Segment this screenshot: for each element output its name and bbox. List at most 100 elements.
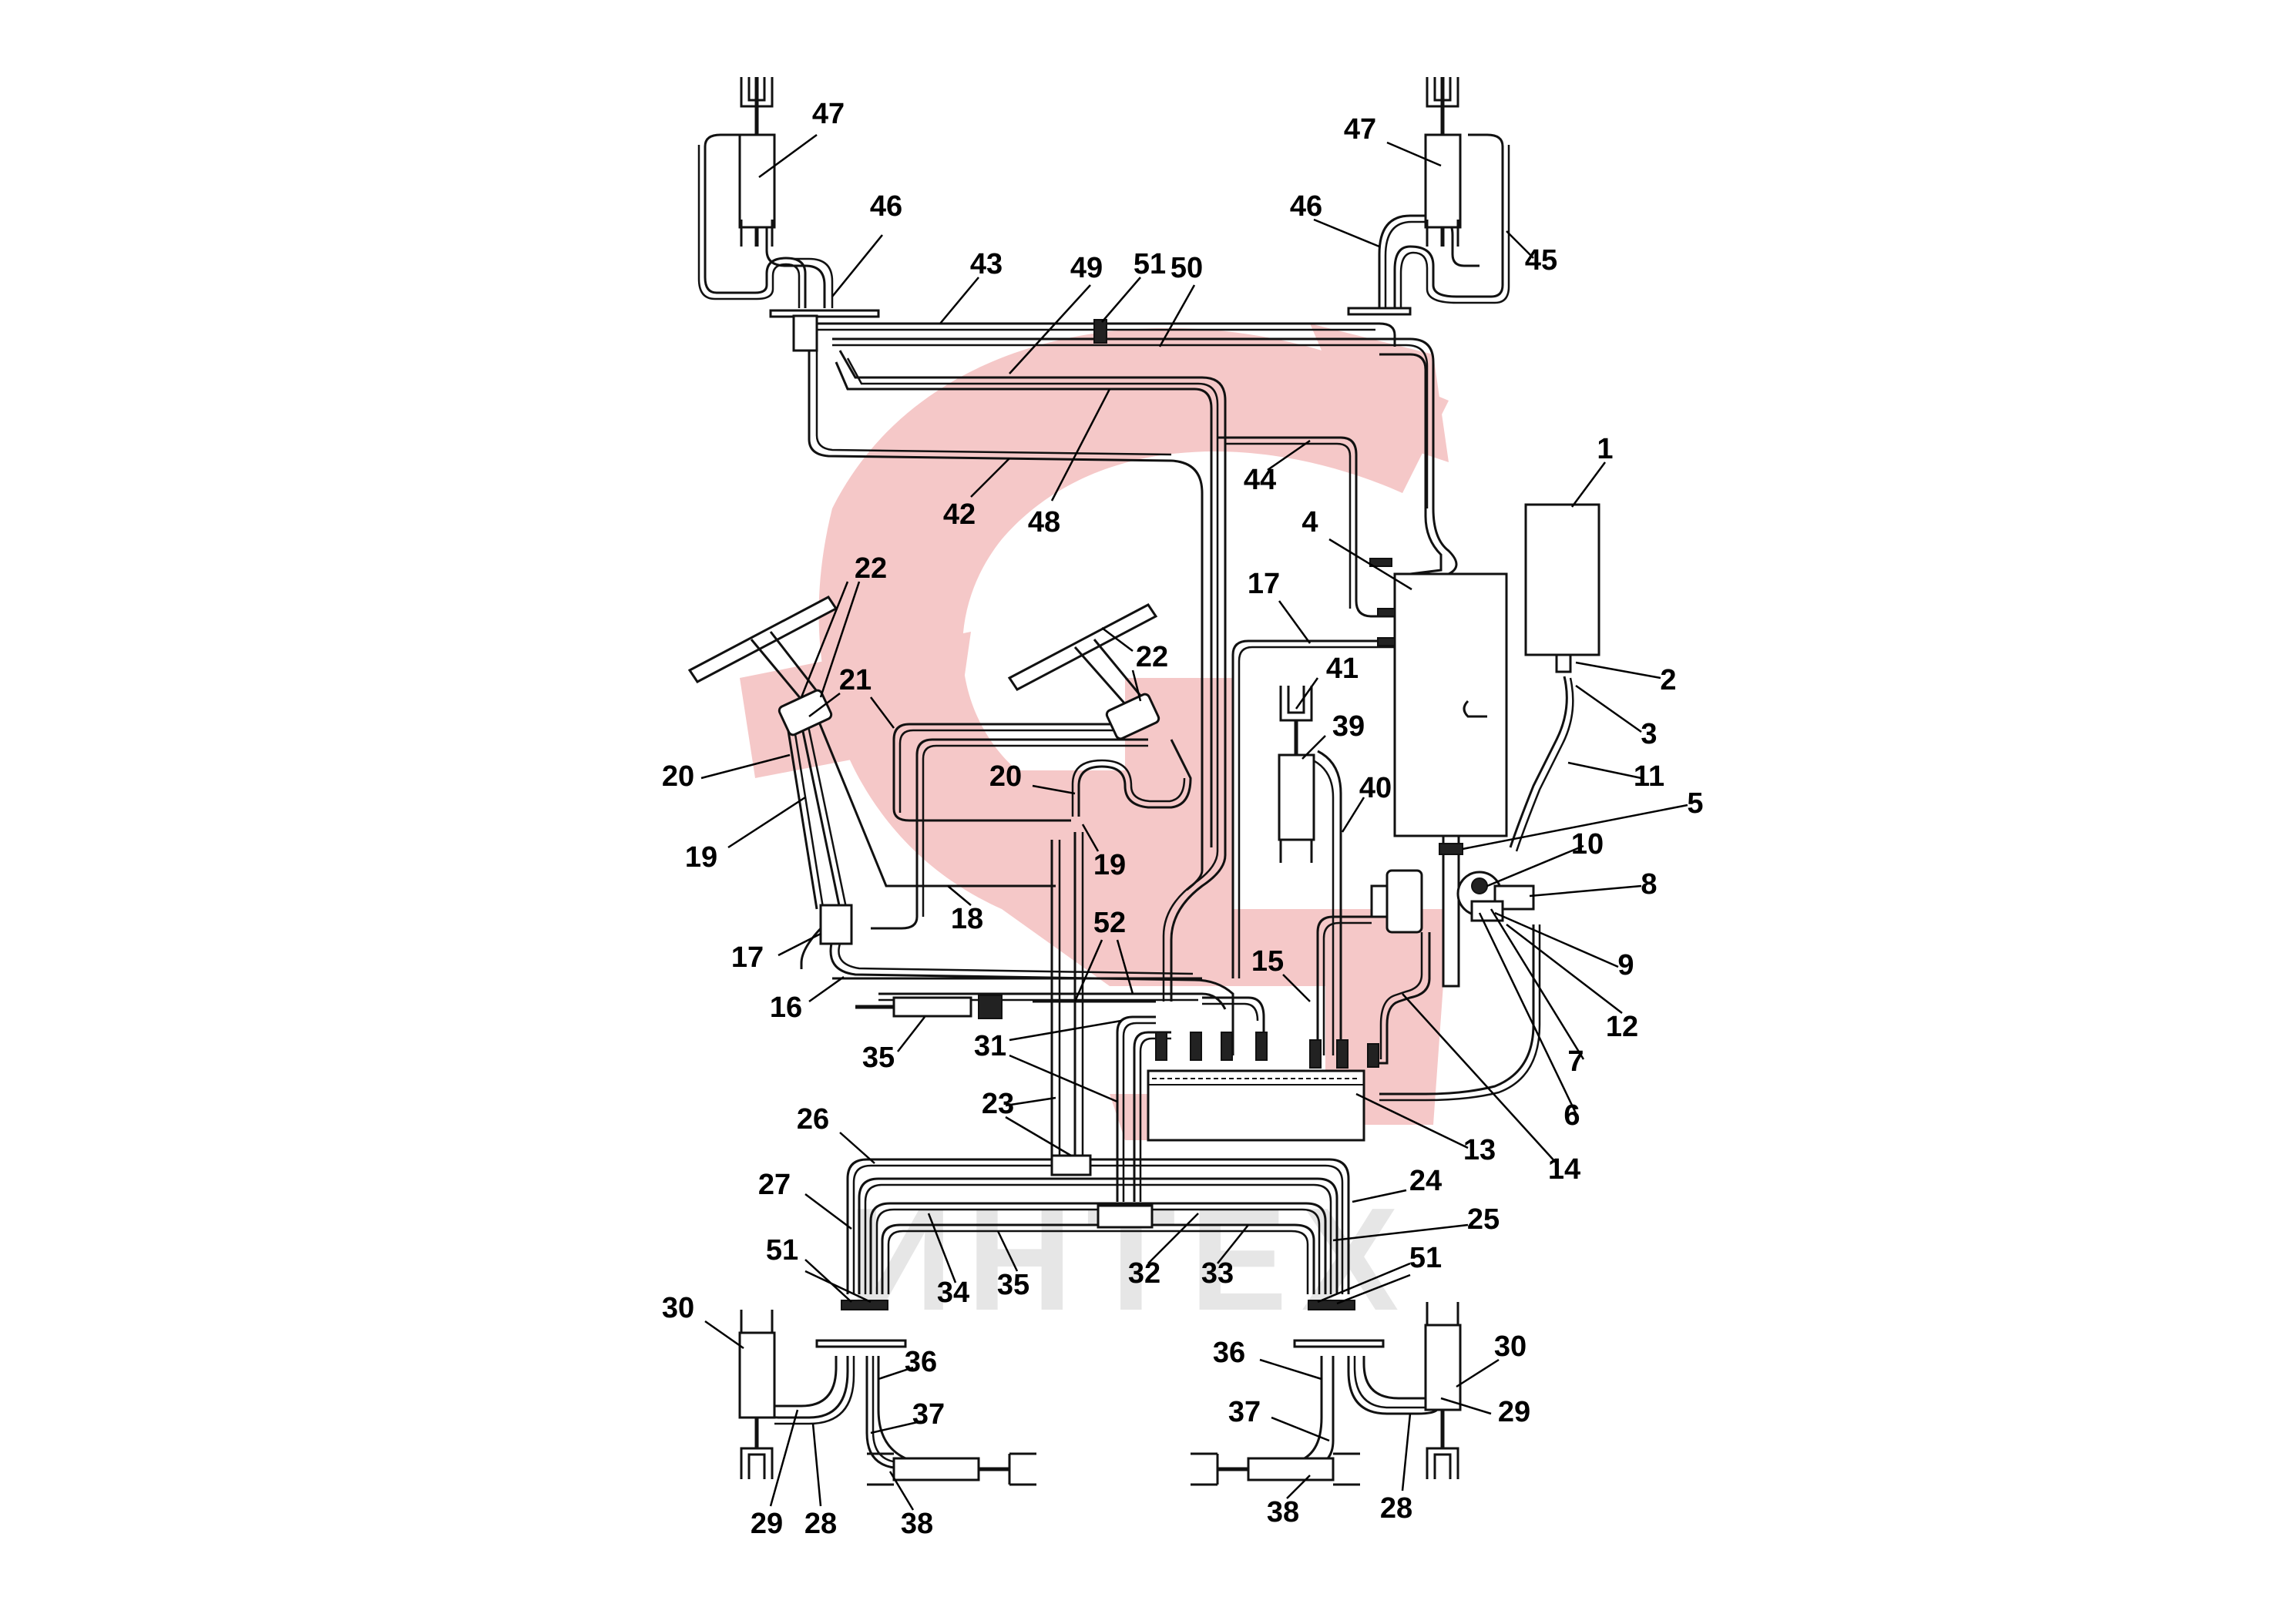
leader-30a xyxy=(704,1320,744,1350)
leader-42 xyxy=(970,458,1010,498)
steering-wheel-right xyxy=(1007,603,1158,691)
hose-42 xyxy=(808,339,1204,891)
valve-9 xyxy=(1470,900,1504,922)
callout-41: 41 xyxy=(1326,653,1359,685)
leader-52b xyxy=(1116,939,1134,995)
hose-loop-left xyxy=(704,133,807,308)
leader-36a xyxy=(878,1366,914,1381)
callout-14: 14 xyxy=(1548,1153,1580,1186)
leader-50 xyxy=(1158,284,1196,347)
hose-20-left xyxy=(784,716,818,910)
clamp-51-right xyxy=(1308,1300,1355,1310)
leader-51b2 xyxy=(804,1270,872,1304)
hose-44 xyxy=(1218,436,1395,618)
hose-49-b xyxy=(846,357,1219,1002)
cylinder-35-upper-head xyxy=(978,995,1003,1019)
leader-31a xyxy=(1009,1019,1122,1042)
callout-3: 3 xyxy=(1641,718,1657,750)
leader-46b xyxy=(1313,218,1380,248)
leader-29a xyxy=(769,1409,799,1507)
leader-41 xyxy=(1295,677,1319,710)
clevis-47-left-bot xyxy=(740,220,774,247)
hose-31-b xyxy=(1122,1022,1156,1202)
hose-15-b xyxy=(1322,921,1372,1055)
hose-28-right-b xyxy=(1353,1356,1426,1409)
vb-fitting-7 xyxy=(1367,1043,1379,1068)
clevis-47-right-top xyxy=(1426,77,1459,108)
hose-18 xyxy=(871,738,1148,930)
callout-16: 16 xyxy=(770,992,802,1024)
leader-52a xyxy=(1073,939,1103,1002)
clevis-38-left xyxy=(1008,1452,1036,1486)
valve-block-13 xyxy=(1147,1069,1365,1142)
hose-20-right-b xyxy=(1071,759,1186,817)
callout-45: 45 xyxy=(1525,244,1557,277)
hose-17-upper xyxy=(1231,639,1395,978)
leader-30b xyxy=(1456,1358,1500,1388)
column-6 xyxy=(1442,834,1460,988)
hose-50 xyxy=(832,337,1458,575)
callout-20b: 20 xyxy=(989,760,1022,793)
clevis-39-bot xyxy=(1279,840,1313,863)
hose-11-b xyxy=(1515,677,1574,852)
hose-34 xyxy=(869,1202,1327,1294)
callout-43: 43 xyxy=(970,248,1003,280)
clevis-30-right-top xyxy=(1426,1302,1459,1325)
hose-44-b xyxy=(1225,442,1352,609)
hose-18-left xyxy=(815,716,1056,887)
leader-9 xyxy=(1494,911,1619,968)
leader-38b xyxy=(1286,1475,1311,1499)
callout-38a: 38 xyxy=(901,1508,933,1540)
callout-12: 12 xyxy=(1606,1011,1638,1043)
leader-7 xyxy=(1490,908,1585,1060)
hose-37-left-b xyxy=(872,1356,898,1464)
manifold-left-block xyxy=(792,314,818,352)
hose-42-b xyxy=(815,343,1172,456)
callout-2: 2 xyxy=(1660,664,1676,696)
hose-loop-left-b xyxy=(697,145,801,308)
callout-27: 27 xyxy=(758,1169,791,1201)
hose-20-right xyxy=(1077,739,1192,817)
leader-15 xyxy=(1282,974,1311,1002)
callout-42: 42 xyxy=(943,498,976,531)
leader-18 xyxy=(947,885,972,906)
clevis-38-right xyxy=(1191,1452,1219,1486)
leader-19b xyxy=(1081,824,1100,852)
hose-16 xyxy=(829,916,1234,1055)
hose-49 xyxy=(838,350,1227,1002)
hose-46-right-b xyxy=(1384,220,1429,312)
clevis-47-right-bot xyxy=(1426,220,1459,247)
leader-6 xyxy=(1478,912,1577,1114)
cylinder-30-right xyxy=(1424,1324,1462,1411)
callout-30a: 30 xyxy=(662,1292,694,1324)
leader-11 xyxy=(1567,761,1642,780)
callout-50: 50 xyxy=(1171,252,1203,284)
hose-31-d xyxy=(1139,1037,1171,1202)
hose-43 xyxy=(801,322,1396,347)
leader-51c xyxy=(1317,1262,1411,1304)
callout-51b: 51 xyxy=(766,1234,798,1267)
hose-right-tank xyxy=(1379,353,1443,575)
vb-fitting-4 xyxy=(1255,1032,1268,1061)
clamp-51-left xyxy=(841,1300,888,1310)
clevis-38-left-back xyxy=(867,1452,894,1486)
leader-27 xyxy=(804,1193,852,1230)
leader-25 xyxy=(1332,1223,1469,1242)
callout-44: 44 xyxy=(1244,464,1276,496)
leader-21b xyxy=(870,696,895,729)
leader-19a xyxy=(727,796,806,849)
callout-47b: 47 xyxy=(1344,113,1376,146)
callout-51c: 51 xyxy=(1409,1242,1442,1274)
callout-7: 7 xyxy=(1567,1045,1584,1078)
leader-20b xyxy=(1032,784,1076,795)
fitting-4-b xyxy=(1377,608,1396,617)
leader-17b xyxy=(778,932,821,957)
leader-49 xyxy=(1009,284,1091,374)
callout-35b: 35 xyxy=(997,1269,1029,1301)
leader-46a xyxy=(831,234,883,297)
vb-fitting-3 xyxy=(1221,1032,1233,1061)
callout-30b: 30 xyxy=(1494,1330,1527,1363)
cylinder-47-right xyxy=(1424,133,1462,229)
